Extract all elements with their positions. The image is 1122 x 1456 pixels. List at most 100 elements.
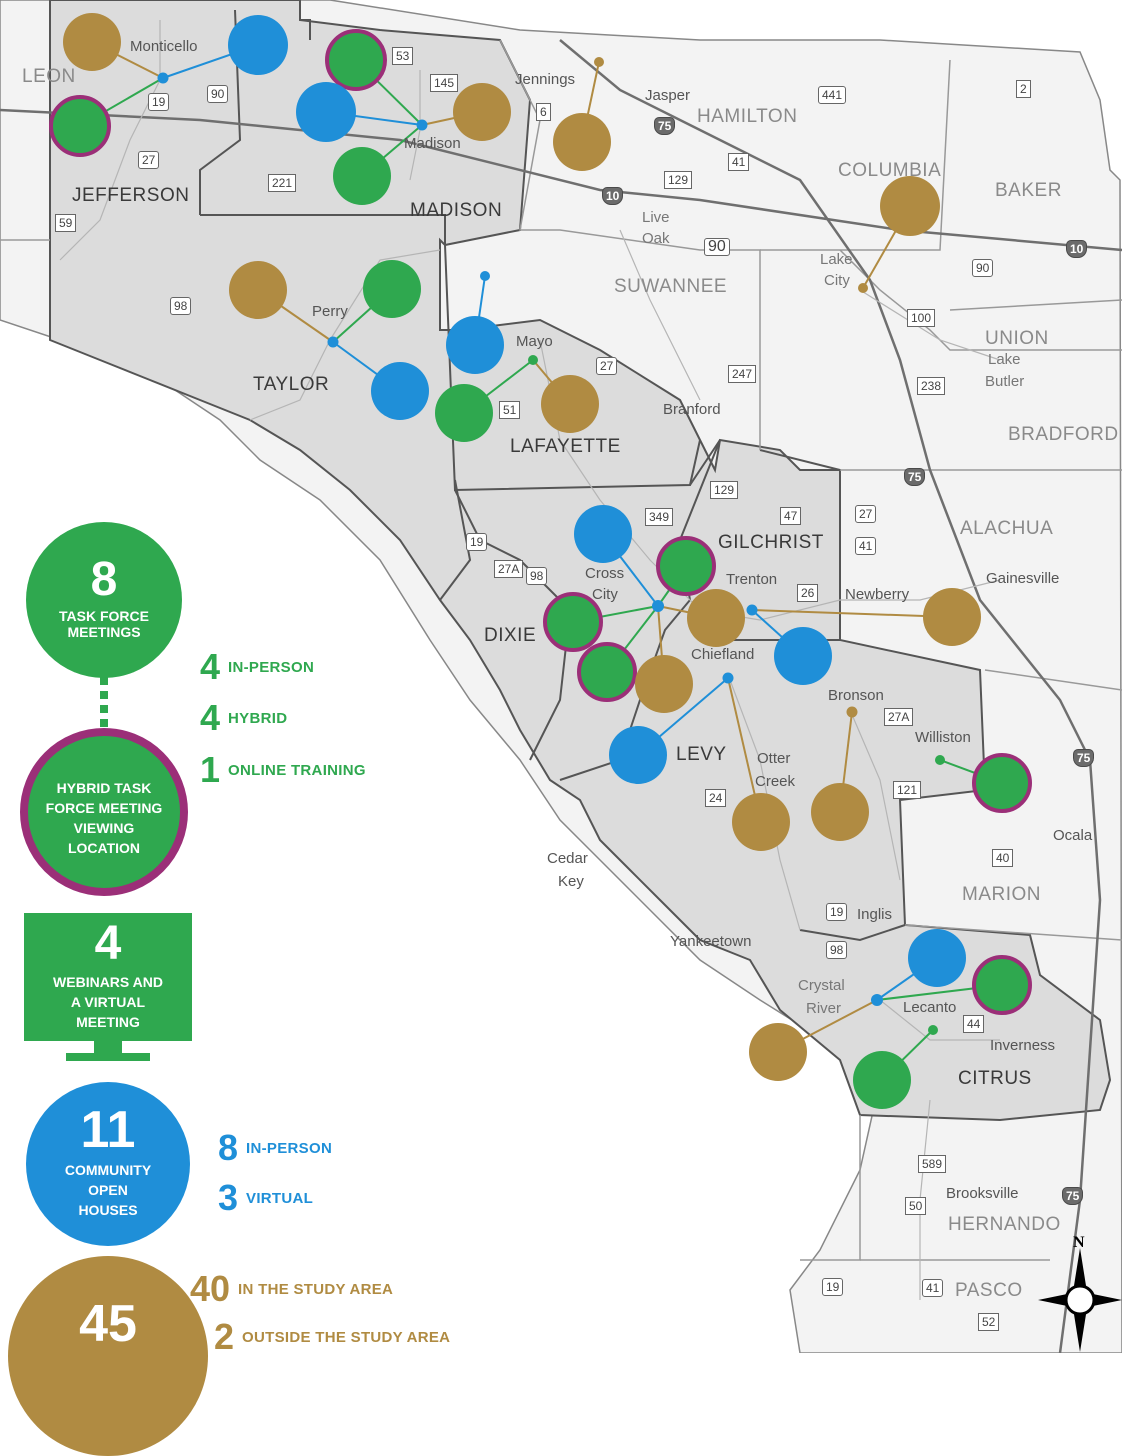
legend-presentations: 45	[8, 1256, 208, 1456]
route-shield: 51	[499, 401, 521, 419]
route-shield: 349	[645, 508, 674, 526]
county-label-gilchrist: GILCHRIST	[718, 532, 824, 553]
route-shield: 53	[392, 47, 414, 65]
route-shield: 129	[710, 481, 739, 499]
city-label-creek: Creek	[755, 773, 796, 790]
city-label-otter: Otter	[757, 750, 791, 767]
route-shield: 27	[855, 505, 877, 523]
route-shield: 41	[855, 537, 877, 555]
task-force-marker	[333, 147, 391, 205]
county-label-union: UNION	[985, 328, 1049, 349]
city-label-live: Live	[642, 209, 670, 226]
task-force-label-1: TASK FORCE	[59, 608, 149, 624]
city-label-lake: Lake	[820, 251, 853, 268]
interstate-shield: 75	[1062, 1187, 1084, 1205]
north-label: N	[1073, 1234, 1085, 1251]
county-label-hamilton: HAMILTON	[697, 106, 798, 127]
interstate-shield: 75	[654, 117, 676, 135]
city-label-jasper: Jasper	[645, 87, 691, 104]
county-label-lafayette: LAFAYETTE	[510, 436, 621, 457]
route-shield: 40	[992, 849, 1014, 867]
williston-dot	[935, 755, 945, 765]
city-label-williston: Williston	[915, 729, 971, 746]
chiefland-dot	[722, 672, 734, 684]
route-shield: 24	[705, 789, 727, 807]
legend-hybrid-viewing: HYBRID TASK FORCE MEETING VIEWING LOCATI…	[20, 728, 188, 896]
interstate-shield: 75	[904, 468, 926, 486]
presentation-marker	[923, 588, 981, 646]
task-force-count: 8	[90, 553, 118, 606]
city-label-cedar: Cedar	[547, 850, 588, 867]
monticello-dot	[157, 72, 169, 84]
presentation-marker	[541, 375, 599, 433]
city-label-crystal: Crystal	[798, 977, 845, 994]
city-label-perry: Perry	[312, 303, 348, 320]
presentation-marker	[229, 261, 287, 319]
open-house-marker	[371, 362, 429, 420]
city-label-madison: Madison	[404, 135, 461, 152]
county-label-alachua: ALACHUA	[960, 518, 1054, 539]
city-label-newberry: Newberry	[845, 586, 910, 603]
county-label-pasco: PASCO	[955, 1280, 1023, 1301]
presentation-marker	[687, 589, 745, 647]
county-label-madison: MADISON	[410, 200, 503, 221]
presentations-count: 45	[79, 1295, 137, 1353]
route-shield: 129	[664, 171, 693, 189]
hybrid-viewing-marker	[49, 95, 111, 157]
route-shield: 441	[818, 86, 847, 104]
route-shield: 90	[207, 85, 229, 103]
route-shield: 247	[728, 365, 757, 383]
city-label-oak: Oak	[642, 230, 670, 247]
route-shield: 41	[922, 1279, 944, 1297]
interstate-shield: 10	[1066, 240, 1088, 258]
task-force-marker	[363, 260, 421, 318]
route-shield: 27	[596, 357, 618, 375]
city-label-lecanto: Lecanto	[903, 999, 957, 1016]
city-label-mayo: Mayo	[516, 333, 553, 350]
hybrid-viewing-marker	[577, 642, 637, 702]
open-houses-count: 11	[80, 1101, 136, 1159]
jennings-dot	[594, 57, 604, 67]
presentation-marker	[63, 13, 121, 71]
county-label-suwannee: SUWANNEE	[614, 276, 728, 297]
city-label-lake-butler-2: Butler	[985, 373, 1025, 390]
interstate-shield: 10	[602, 187, 624, 205]
route-shield: 121	[893, 781, 922, 799]
county-label-bradford: BRADFORD	[1008, 424, 1119, 445]
mayo-dot	[528, 355, 538, 365]
route-shield: 90	[704, 238, 730, 256]
crystal-river-dot	[871, 994, 883, 1006]
city-label-jennings: Jennings	[515, 71, 576, 88]
cross-city-dot	[652, 600, 664, 612]
route-shield: 100	[907, 309, 936, 327]
hybrid-viewing-marker	[325, 29, 387, 91]
legend-task-force: 8 TASK FORCE MEETINGS	[26, 522, 182, 678]
city-label-ocala: Ocala	[1053, 827, 1093, 844]
route-shield: 52	[978, 1313, 1000, 1331]
city-label-trenton: Trenton	[726, 571, 778, 588]
county-label-jefferson: JEFFERSON	[72, 185, 190, 206]
city-label-river: River	[806, 1000, 842, 1017]
interstate-shield: 75	[1073, 749, 1095, 767]
county-label-citrus: CITRUS	[958, 1068, 1032, 1089]
route-shield: 50	[905, 1197, 927, 1215]
task-force-marker	[435, 384, 493, 442]
county-label-leon: LEON	[22, 66, 76, 87]
legend-open-houses: 11 COMMUNITY OPEN HOUSES	[26, 1082, 190, 1246]
route-shield: 98	[826, 941, 848, 959]
open-house-marker	[228, 15, 288, 75]
presentation-marker	[635, 655, 693, 713]
route-shield: 98	[170, 297, 192, 315]
route-shield: 59	[55, 214, 77, 232]
open-house-marker	[296, 82, 356, 142]
presentation-marker	[749, 1023, 807, 1081]
presentation-marker	[811, 783, 869, 841]
city-label-inverness: Inverness	[990, 1037, 1056, 1054]
route-shield: 19	[826, 903, 848, 921]
county-label-taylor: TAYLOR	[253, 374, 330, 395]
route-shield: 98	[526, 567, 548, 585]
